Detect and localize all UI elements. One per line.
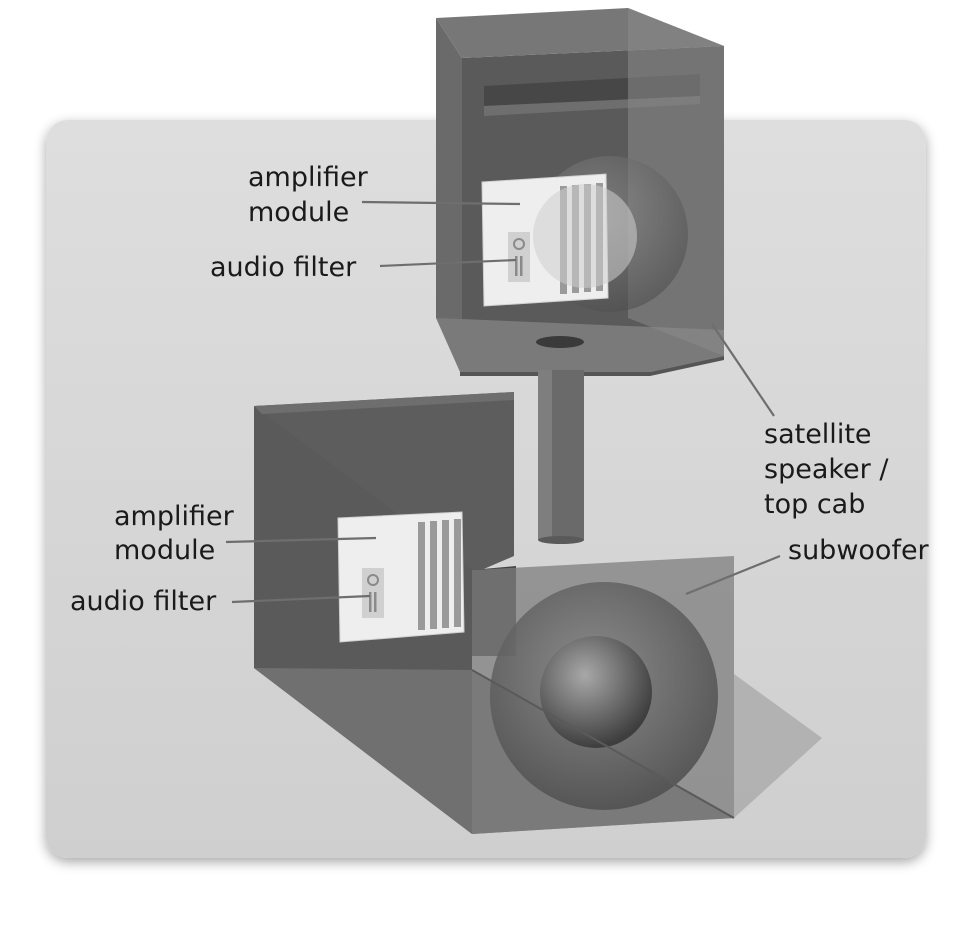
leader-subwoofer — [685, 554, 781, 596]
label-satellite-line1: satellite — [764, 419, 872, 450]
label-top-amplifier-line2: module — [248, 197, 349, 228]
label-bottom-amplifier-line1: amplifier — [114, 501, 235, 532]
satellite-cabinet — [436, 8, 724, 376]
leader-top-filter — [379, 258, 517, 268]
support-pole — [538, 370, 584, 544]
satellite-audio-filter — [508, 232, 530, 282]
label-satellite-line2: speaker / — [764, 454, 889, 485]
label-satellite-line3: top cab — [764, 489, 865, 520]
leader-top-amp — [361, 200, 521, 206]
subwoofer-amplifier-module — [337, 511, 465, 643]
label-bottom-amplifier-line2: module — [114, 535, 215, 566]
leader-satellite — [711, 323, 775, 417]
leader-bottom-amp — [225, 536, 377, 544]
label-bottom-audio-filter: audio filter — [70, 586, 217, 617]
subwoofer-audio-filter — [362, 568, 384, 618]
leader-bottom-filter — [231, 594, 371, 604]
label-subwoofer: subwoofer — [788, 535, 930, 566]
label-top-audio-filter: audio filter — [210, 252, 357, 283]
label-top-amplifier-line1: amplifier — [248, 162, 369, 193]
